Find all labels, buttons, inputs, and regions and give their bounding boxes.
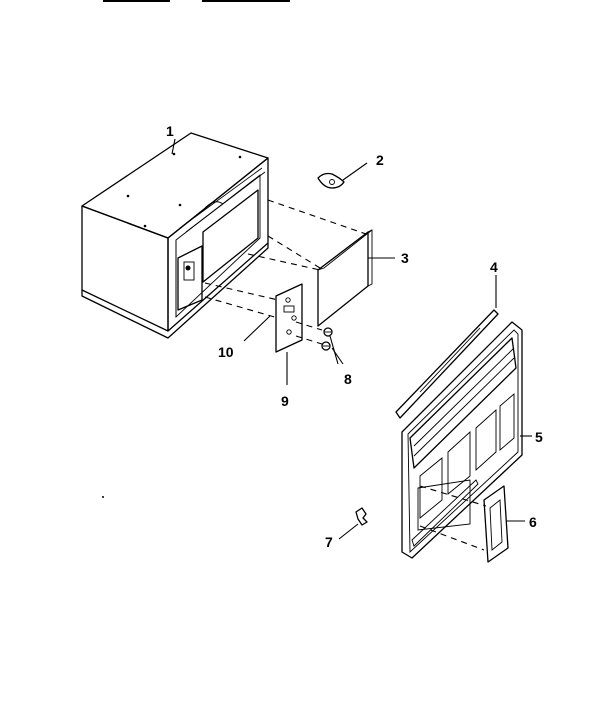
- air-filter: [317, 229, 373, 327]
- mounting-bracket: [275, 283, 303, 353]
- stray-dot: [102, 496, 104, 498]
- callout-2: 2: [376, 152, 384, 168]
- callout-8: 8: [344, 371, 352, 387]
- callout-9: 9: [281, 393, 289, 409]
- callout-10: 10: [218, 344, 234, 360]
- fasteners: [321, 327, 333, 351]
- leader-lines: [171, 138, 532, 540]
- cabinet-housing: [81, 132, 269, 339]
- clip-part: [317, 172, 345, 189]
- small-clip: [355, 507, 368, 526]
- access-door: [483, 485, 509, 563]
- callout-4: 4: [490, 259, 498, 275]
- callout-1: 1: [166, 123, 174, 139]
- callout-7: 7: [325, 534, 333, 550]
- callout-5: 5: [535, 429, 543, 445]
- callout-labels: 1 2 3 4 5 6 7 8 9 10: [166, 123, 543, 550]
- callout-3: 3: [401, 250, 409, 266]
- front-panel: [401, 321, 523, 559]
- trim-strip: [395, 309, 499, 419]
- callout-6: 6: [529, 514, 537, 530]
